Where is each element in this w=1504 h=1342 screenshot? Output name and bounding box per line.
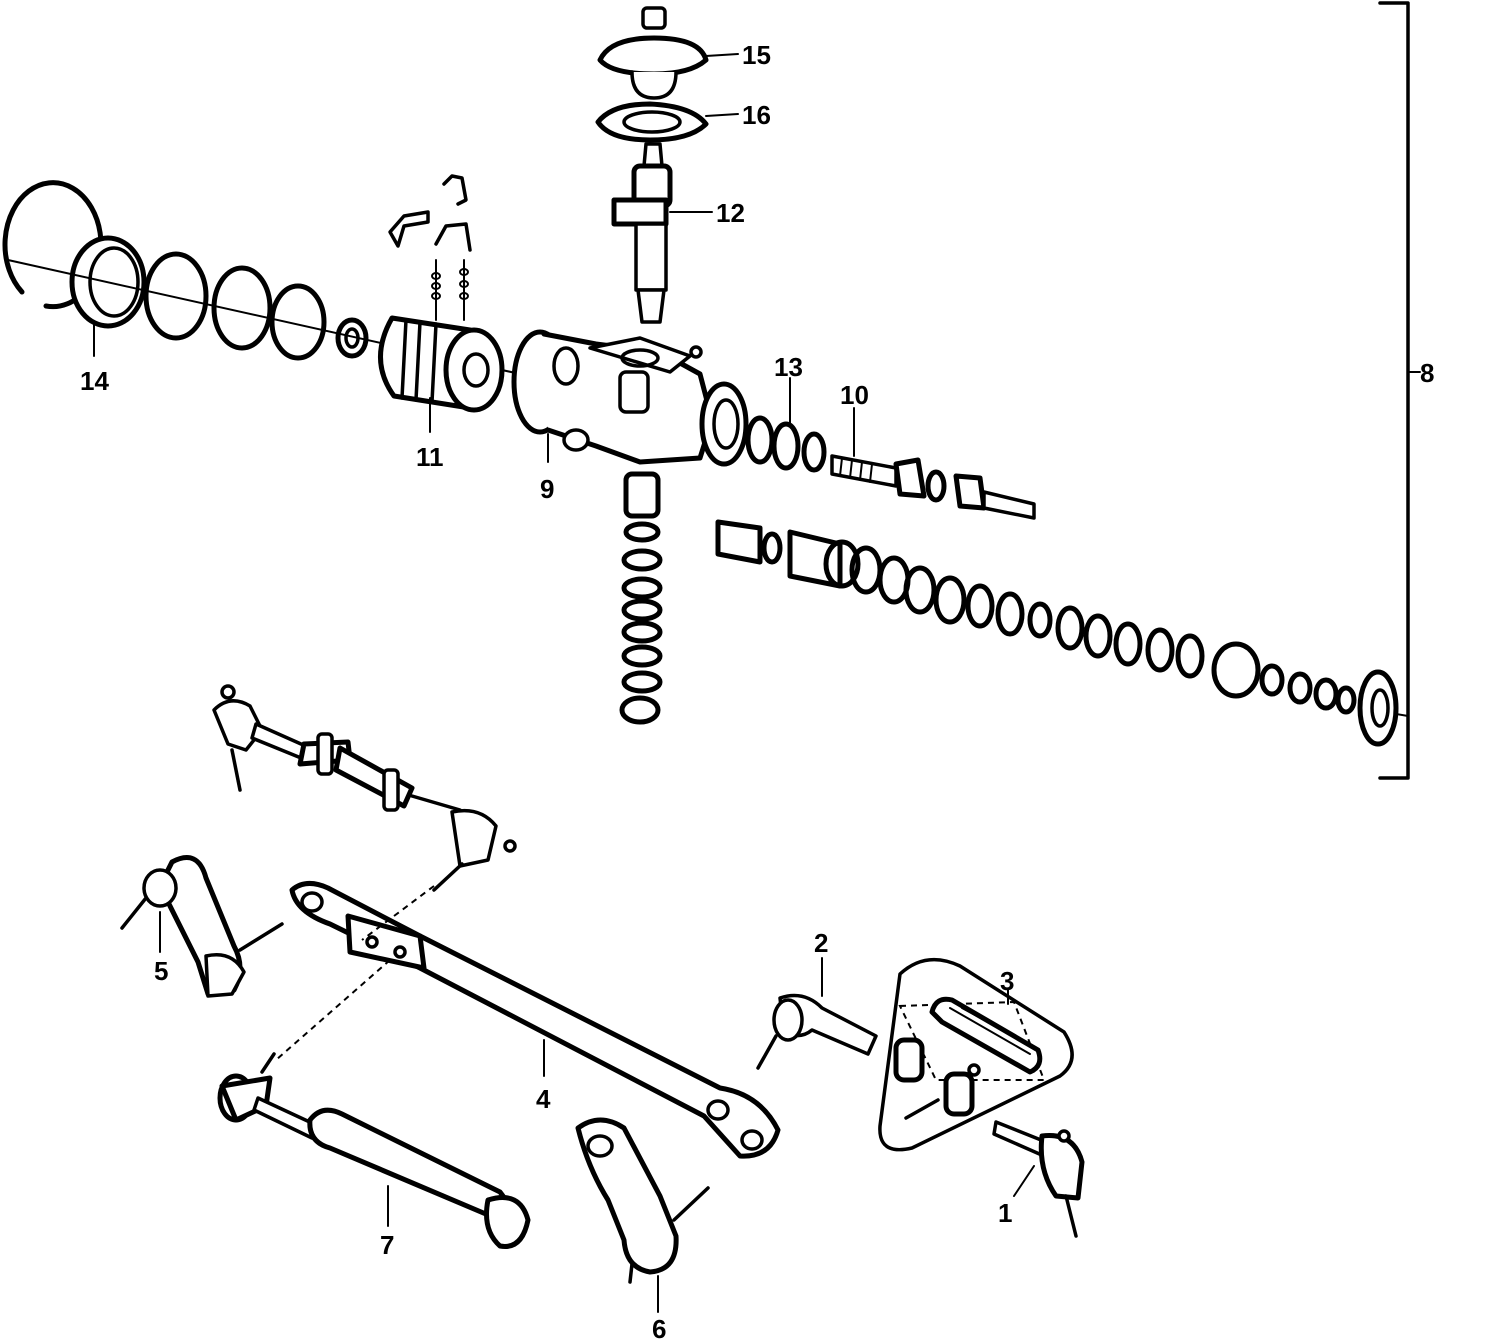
rings-14	[2, 180, 521, 375]
idler-arm-6	[575, 1117, 710, 1313]
worm-shaft-10	[830, 407, 1036, 520]
lower-seals-column	[619, 471, 663, 725]
valve-body-11	[378, 174, 505, 433]
callout-3: 3	[1000, 966, 1014, 996]
callout-8: 8	[1420, 358, 1434, 388]
adjuster-kit-3	[878, 957, 1074, 1152]
callout-14: 14	[80, 366, 109, 396]
pitman-arm-5	[120, 855, 284, 998]
center-link-4	[275, 881, 781, 1159]
callout-12: 12	[716, 198, 745, 228]
sector-shaft-12	[611, 142, 713, 324]
callout-4: 4	[536, 1084, 551, 1114]
callout-1: 1	[998, 1198, 1012, 1228]
callout-6: 6	[652, 1314, 666, 1342]
callout-15: 15	[742, 40, 771, 70]
tie-rod-end-1	[992, 1120, 1085, 1238]
seals-13	[745, 377, 827, 473]
relay-rod-assembly	[212, 684, 517, 892]
gear-housing-9	[511, 329, 749, 467]
bracket-8	[1378, 1, 1421, 780]
callout-5: 5	[154, 956, 168, 986]
callout-10: 10	[840, 380, 869, 410]
callout-16: 16	[742, 100, 771, 130]
callout-9: 9	[540, 474, 554, 504]
tie-rod-end-2	[756, 957, 878, 1070]
callout-11: 11	[416, 442, 444, 472]
rack-seal-stack	[715, 519, 1409, 747]
callout-13: 13	[774, 352, 803, 382]
callout-2: 2	[814, 928, 828, 958]
gasket-16	[595, 101, 739, 143]
damper-7	[217, 1052, 531, 1249]
callout-7: 7	[380, 1230, 394, 1260]
cover-15	[597, 6, 739, 100]
